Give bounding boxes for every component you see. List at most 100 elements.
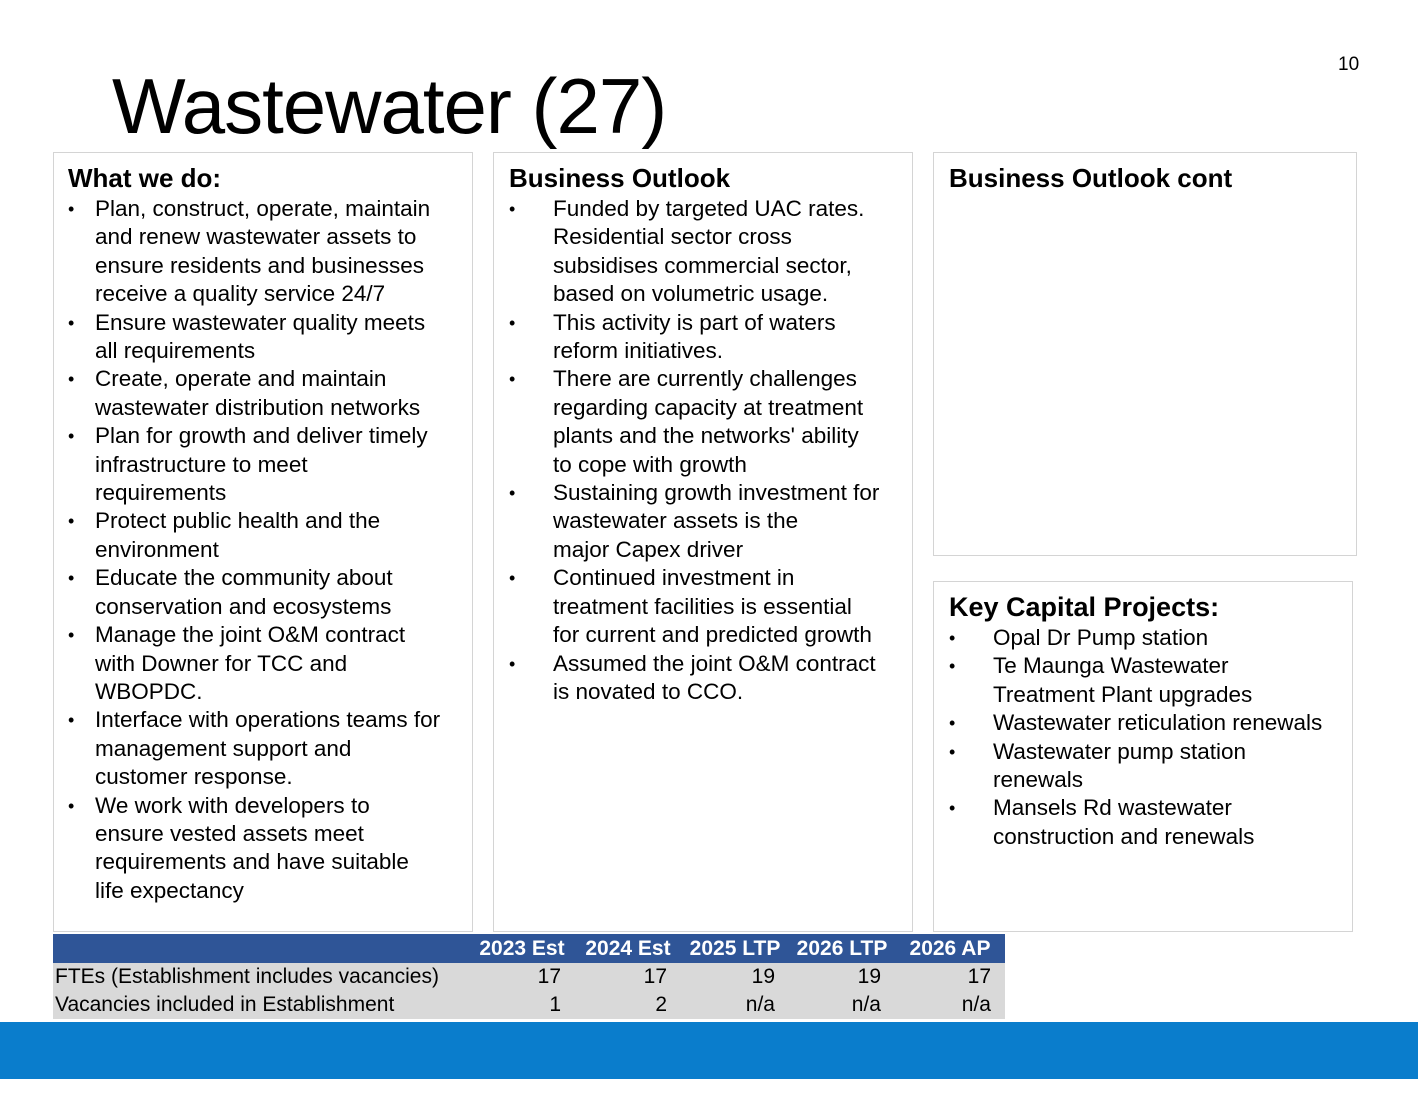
key-capital-projects-panel: Key Capital Projects: •Opal Dr Pump stat…	[933, 581, 1353, 932]
list-item-text: Continued investment in	[553, 565, 795, 591]
key-capital-projects-list: •Opal Dr Pump station•Te Maunga Wastewat…	[949, 624, 1352, 851]
list-item-text: construction and renewals	[993, 823, 1255, 849]
table-cell: 1	[469, 991, 575, 1019]
list-item: •Wastewater reticulation renewals	[949, 709, 1352, 737]
staff-table-header-row: 2023 Est 2024 Est 2025 LTP 2026 LTP 2026…	[53, 934, 1005, 963]
list-item-text: plants and the networks' ability	[553, 423, 859, 449]
bullet-icon: •	[949, 741, 956, 762]
list-item-text: to cope with growth	[553, 451, 747, 477]
bullet-icon: •	[509, 312, 516, 333]
business-outlook-cont-heading: Business Outlook cont	[949, 163, 1233, 193]
bullet-icon: •	[68, 369, 75, 390]
list-item-text: Protect public health and the	[95, 508, 381, 534]
table-cell: 19	[789, 963, 895, 991]
table-cell: 19	[681, 963, 789, 991]
list-item-text: regarding capacity at treatment	[553, 394, 864, 420]
list-item-text: Interface with operations teams for	[95, 707, 441, 733]
table-row: Vacancies included in Establishment 1 2 …	[53, 991, 1005, 1019]
staff-table-header-2026-ap: 2026 AP	[895, 934, 1005, 963]
business-outlook-panel: Business Outlook •Funded by targeted UAC…	[493, 152, 913, 932]
list-item-text: Ensure wastewater quality meets	[95, 309, 426, 335]
bullet-icon: •	[949, 713, 956, 734]
list-item: • Plan, construct, operate, maintain and r…	[68, 195, 472, 309]
page-number: 10	[1338, 54, 1360, 75]
list-item-text: Plan, construct, operate, maintain	[95, 196, 431, 221]
list-item-text: and renew wastewater assets to	[95, 224, 417, 250]
list-item-text: WBOPDC.	[95, 678, 203, 704]
table-row: FTEs (Establishment includes vacancies) …	[53, 963, 1005, 991]
list-item-text: management support and	[95, 735, 352, 761]
list-item-text: Mansels Rd wastewater	[993, 795, 1232, 821]
bullet-icon: •	[949, 798, 956, 819]
staff-table: 2023 Est 2024 Est 2025 LTP 2026 LTP 2026…	[53, 934, 1005, 1019]
list-item-text: is novated to CCO.	[553, 678, 744, 704]
table-cell: 2	[575, 991, 681, 1019]
list-item-text: receive a quality service 24/7	[95, 281, 386, 307]
list-item: • Ensure wastewater quality meets all requ…	[68, 309, 472, 366]
list-item-text: infrastructure to meet	[95, 451, 308, 477]
list-item: •Funded by targeted UAC rates.Residentia…	[509, 195, 912, 309]
list-item-text: major Capex driver	[553, 536, 744, 562]
staff-table-header-2026-ltp: 2026 LTP	[789, 934, 895, 963]
bullet-icon: •	[68, 511, 75, 532]
list-item-text: Sustaining growth investment for	[553, 480, 880, 506]
bullet-icon: •	[509, 653, 516, 674]
staff-table-header-2023-est: 2023 Est	[469, 934, 575, 963]
staff-table-header-2024-est: 2024 Est	[575, 934, 681, 963]
list-item-text: customer response.	[95, 764, 293, 790]
list-item-text: treatment facilities is essential	[553, 593, 852, 619]
table-cell: 17	[895, 963, 1005, 991]
bullet-icon: •	[68, 795, 75, 816]
list-item-text: life expectancy	[95, 877, 244, 903]
list-item-text: Educate the community about	[95, 565, 393, 591]
staff-table-header-blank	[53, 934, 469, 963]
list-item-text: for current and predicted growth	[553, 622, 872, 648]
bullet-icon: •	[949, 656, 956, 677]
list-item-text: Assumed the joint O&M contract	[553, 650, 876, 676]
list-item-text: This activity is part of waters	[553, 309, 836, 335]
list-item-text: based on volumetric usage.	[553, 281, 829, 307]
bullet-icon: •	[509, 369, 516, 390]
list-item: • Wastewater pump station renewals	[949, 738, 1352, 795]
list-item-text: We work with developers to	[95, 792, 370, 818]
list-item-text: with Downer for TCC and	[95, 650, 348, 676]
bullet-icon: •	[68, 625, 75, 646]
list-item-text: Create, operate and maintain	[95, 366, 387, 392]
list-item-text: renewals	[993, 767, 1084, 793]
list-item-text: requirements and have suitable	[95, 849, 409, 875]
bullet-icon: •	[68, 312, 75, 333]
list-item: •Opal Dr Pump station	[949, 624, 1352, 652]
list-item-text: all requirements	[95, 338, 256, 364]
table-cell: 17	[469, 963, 575, 991]
key-capital-projects-heading: Key Capital Projects:	[949, 592, 1220, 622]
table-cell: n/a	[895, 991, 1005, 1019]
list-item-text: subsidises commercial sector,	[553, 252, 852, 278]
business-outlook-list: •Funded by targeted UAC rates.Residentia…	[509, 195, 912, 706]
list-item-text: reform initiatives.	[553, 338, 724, 364]
list-item-text: requirements	[95, 480, 227, 506]
bullet-icon: •	[68, 568, 75, 589]
list-item-text: Residential sector cross	[553, 224, 792, 250]
list-item-text: ensure residents and businesses	[95, 252, 424, 278]
bullet-icon: •	[68, 710, 75, 731]
what-we-do-list: • Plan, construct, operate, maintain and r…	[68, 195, 472, 905]
table-cell-label: Vacancies included in Establishment	[53, 991, 469, 1019]
business-outlook-heading: Business Outlook	[509, 163, 731, 193]
staff-table-header-2025-ltp: 2025 LTP	[681, 934, 789, 963]
table-cell: n/a	[789, 991, 895, 1019]
bullet-icon: •	[68, 199, 75, 219]
business-outlook-cont-panel: Business Outlook cont	[933, 152, 1357, 556]
what-we-do-panel: What we do: • Plan, construct, operate, m…	[53, 152, 473, 932]
what-we-do-heading: What we do:	[68, 163, 222, 193]
bullet-icon: •	[949, 628, 956, 648]
list-item-text: Wastewater pump station	[993, 738, 1247, 764]
